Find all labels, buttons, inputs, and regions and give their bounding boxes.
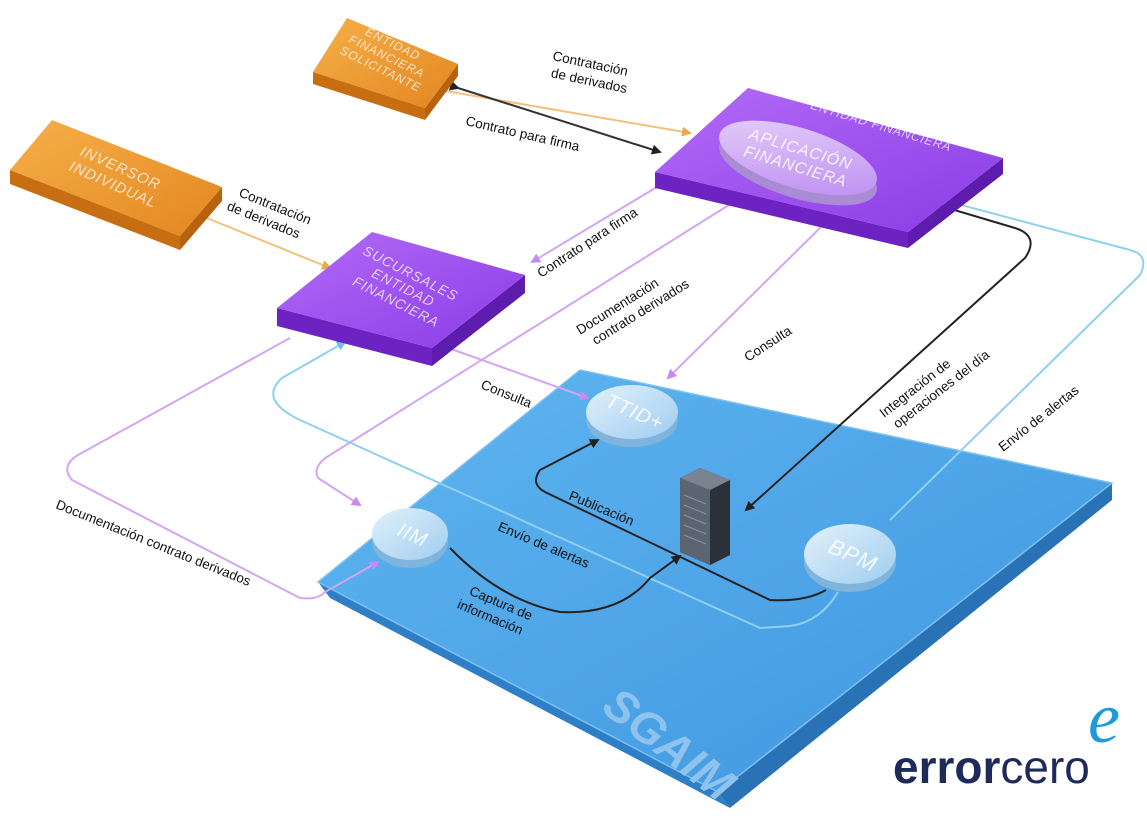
server-icon bbox=[680, 468, 730, 565]
logo-regular-text: cero bbox=[1000, 741, 1089, 793]
errorcero-logo: e errorcero bbox=[893, 678, 1120, 793]
label-documentacion-2: Documentación contrato derivados bbox=[54, 497, 253, 589]
label-consulta-1: Consulta bbox=[741, 323, 794, 365]
logo-bold-text: error bbox=[893, 741, 1000, 793]
box-entidad-solicitante: ENTIDAD FINANCIERA SOLICITANTE bbox=[313, 18, 458, 120]
logo-mark: e bbox=[1088, 678, 1120, 758]
label-contrato-firma-1: Contrato para firma bbox=[464, 113, 581, 154]
label-envio-alertas-1: Envío de alertas bbox=[996, 382, 1082, 454]
label-consulta-2: Consulta bbox=[479, 377, 534, 411]
box-entidad-financiera: ENTIDAD FINANCIERA APLICACIÓN FINANCIERA bbox=[655, 88, 1003, 248]
label-contrato-firma-2: Contrato para firma bbox=[534, 204, 640, 280]
node-iim: IIM bbox=[372, 508, 448, 568]
svg-text:errorcero: errorcero bbox=[893, 741, 1090, 793]
node-bpm: BPM bbox=[804, 524, 896, 592]
sgaim-platform: SGAIM bbox=[316, 369, 1114, 812]
box-sucursales: SUCURSALES ENTIDAD FINANCIERA bbox=[277, 232, 525, 366]
node-ttid: TTID+ bbox=[586, 385, 678, 447]
box-inversor-individual: INVERSOR INDIVIDUAL bbox=[10, 120, 222, 250]
flow-lines bbox=[66, 80, 1145, 630]
